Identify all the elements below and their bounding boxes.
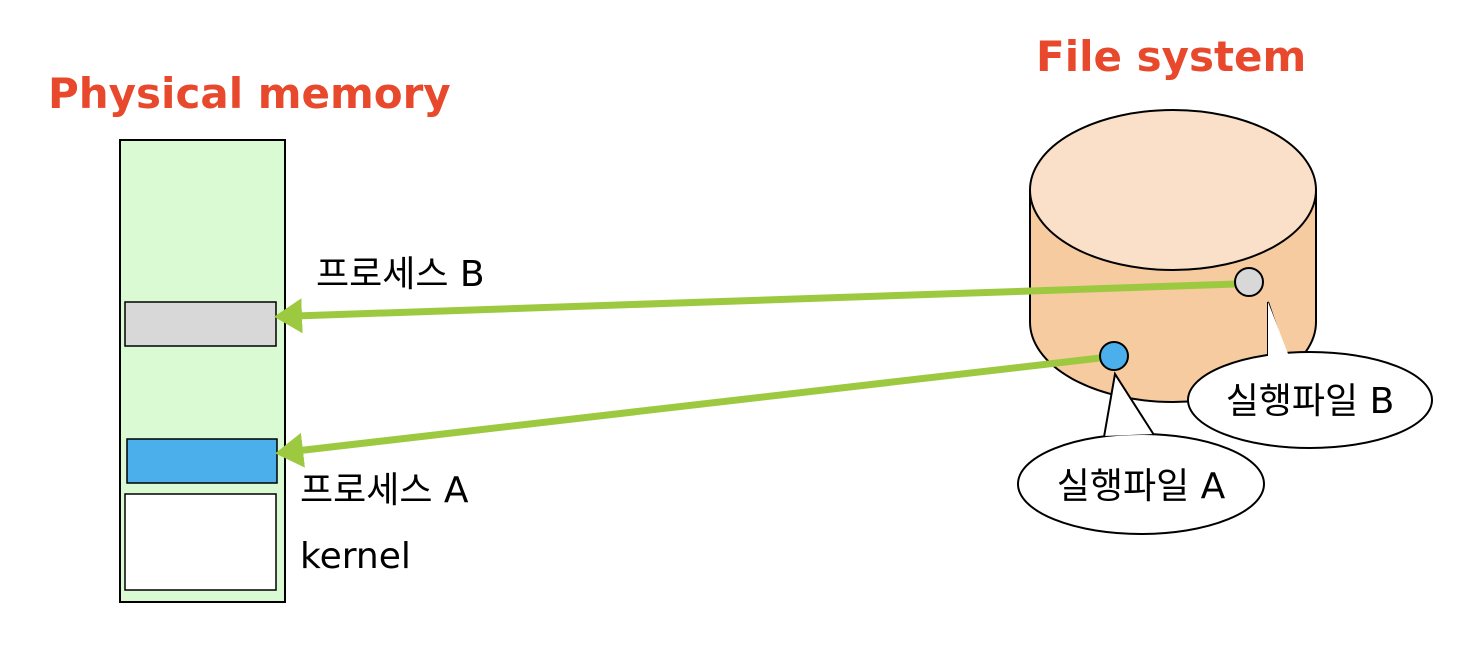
callout-a-pointer [1103, 371, 1155, 438]
process-a-label: 프로세스 A [300, 470, 469, 511]
process-b-label: 프로세스 B [316, 254, 485, 295]
process-b-segment [124, 301, 277, 347]
disk-top [1029, 109, 1317, 271]
callout-b-pointer-fill [1268, 302, 1290, 359]
arrow-file-b-to-process-b [274, 280, 1237, 334]
executable-a-label: 실행파일 A [1057, 466, 1226, 507]
arrow-file-a-to-process-a [275, 354, 1101, 468]
executable-b-dot [1234, 267, 1264, 297]
kernel-segment [124, 493, 277, 591]
physical-memory-title: Physical memory [48, 69, 451, 118]
physical-memory-block [119, 139, 286, 603]
callout-a-pointer-fill [1104, 374, 1154, 436]
callout-b-bubble [1187, 351, 1433, 449]
executable-b-label: 실행파일 B [1226, 381, 1395, 422]
file-system-title: File system [1036, 32, 1306, 81]
kernel-label: kernel [300, 536, 411, 577]
process-a-segment [126, 438, 278, 484]
executable-a-dot [1099, 341, 1129, 371]
